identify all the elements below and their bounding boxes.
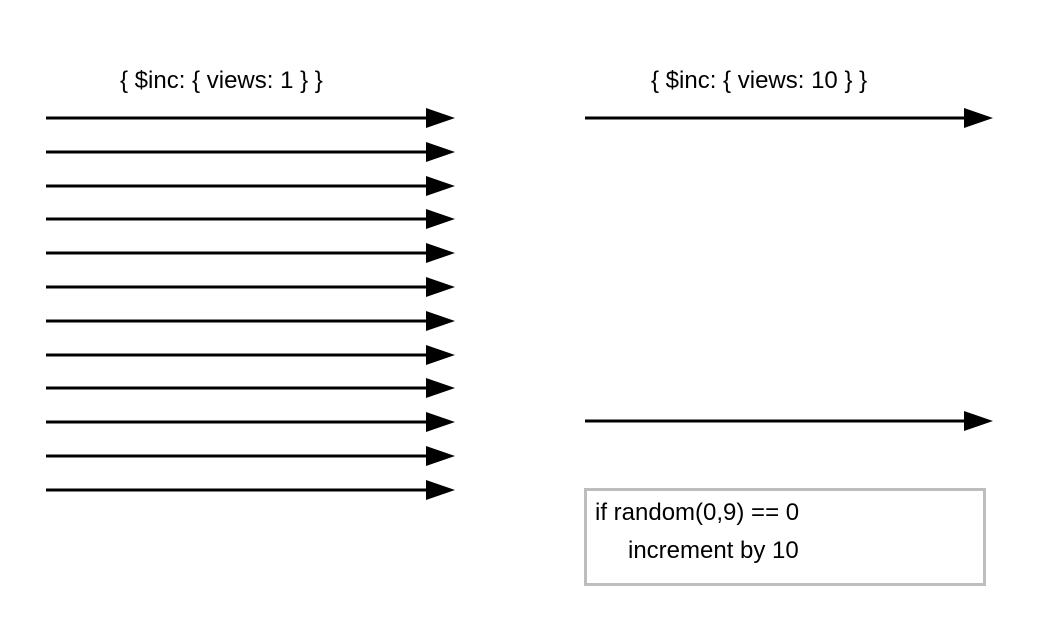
right-arrow-1	[585, 108, 993, 128]
left-arrow-2-head	[426, 142, 455, 162]
left-arrow-4-head	[426, 209, 455, 229]
left-arrow-11-head	[426, 446, 455, 466]
left-arrow-7-head	[426, 311, 455, 331]
left-arrow-10-head	[426, 412, 455, 432]
left-arrow-1-head	[426, 108, 455, 128]
note-condition-text: if random(0,9) == 0	[595, 499, 800, 526]
left-arrow-6-head	[426, 277, 455, 297]
left-arrow-6	[46, 277, 455, 297]
left-arrow-9-head	[426, 378, 455, 398]
left-arrow-9	[46, 378, 455, 398]
note-box: if random(0,9) == 0 increment by 10	[584, 488, 986, 586]
left-increment-label: { $inc: { views: 1 } }	[120, 67, 323, 94]
left-arrow-3	[46, 176, 455, 196]
note-action-text: increment by 10	[628, 537, 799, 564]
left-arrow-8-head	[426, 345, 455, 365]
right-increment-label: { $inc: { views: 10 } }	[651, 67, 868, 94]
left-arrow-5-head	[426, 243, 455, 263]
left-arrow-8	[46, 345, 455, 365]
left-arrow-1	[46, 108, 455, 128]
right-arrow-2-head	[964, 411, 993, 431]
left-arrow-2	[46, 142, 455, 162]
left-arrow-12-head	[426, 480, 455, 500]
right-arrow-1-head	[964, 108, 993, 128]
right-arrow-2	[585, 411, 993, 431]
left-arrow-12	[46, 480, 455, 500]
left-arrow-group	[46, 108, 455, 500]
left-arrow-10	[46, 412, 455, 432]
right-arrow-group	[585, 108, 993, 431]
left-arrow-5	[46, 243, 455, 263]
left-arrow-4	[46, 209, 455, 229]
left-arrow-7	[46, 311, 455, 331]
left-arrow-3-head	[426, 176, 455, 196]
left-arrow-11	[46, 446, 455, 466]
